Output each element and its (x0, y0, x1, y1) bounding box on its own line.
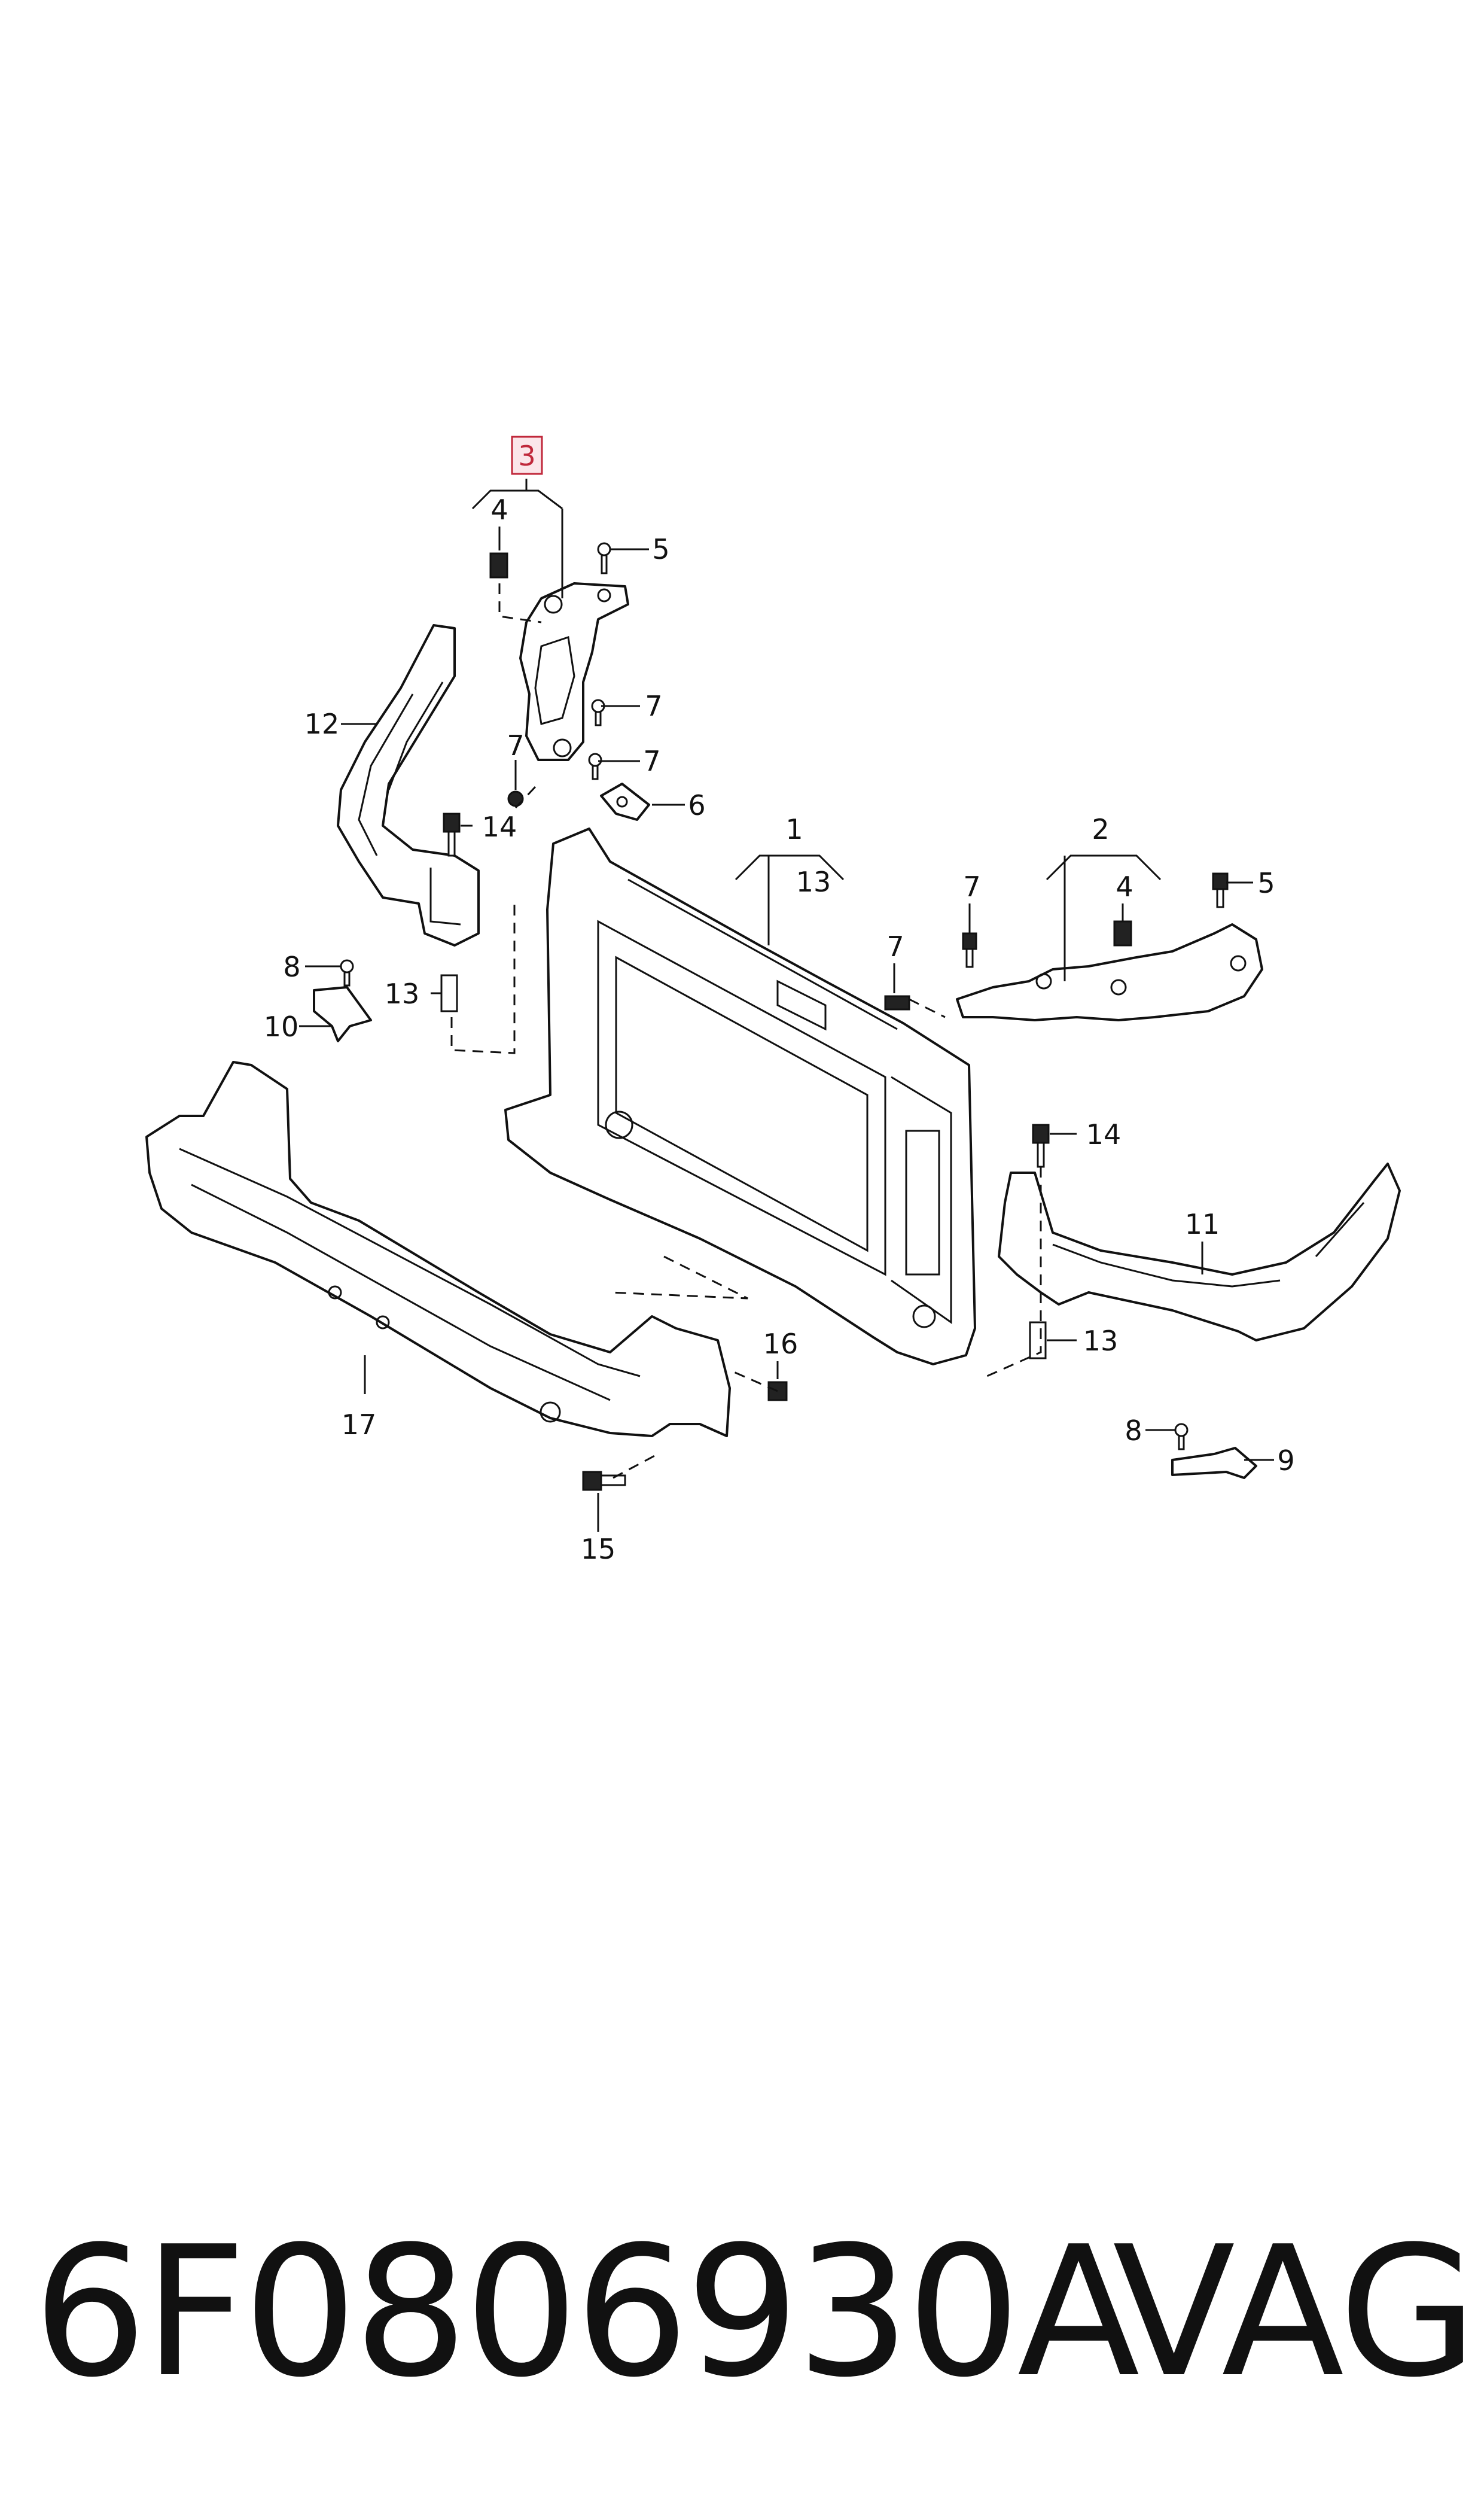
clip-7-b-icon (588, 753, 602, 780)
clip-7-a-icon (591, 699, 605, 726)
callout-7: 7 (507, 729, 524, 762)
bolt-13-right-icon (1029, 1321, 1047, 1359)
part-6-clip (600, 783, 650, 821)
callout-7: 7 (886, 930, 904, 963)
part-2-right-upper-bracket (956, 923, 1263, 1021)
part-12-left-bracket (337, 624, 480, 947)
callout-5: 5 (1257, 867, 1275, 899)
fasteners (340, 542, 1229, 1491)
callout-3: 3 (518, 440, 535, 472)
part-11-right-bracket (998, 1163, 1401, 1341)
callout-1: 1 (785, 813, 803, 845)
callout-10: 10 (264, 1011, 299, 1043)
clip-7-e-icon (884, 995, 910, 1011)
footer: 6F0806930A VAG (0, 2214, 1484, 2411)
callout-4: 4 (1116, 871, 1133, 903)
callout-7: 7 (643, 745, 660, 777)
clip-7-c-icon (507, 790, 524, 807)
screw-5-top-icon (597, 542, 611, 574)
screw-5-right-icon (1212, 872, 1229, 908)
callout-13: 13 (385, 978, 420, 1010)
callout-7: 7 (645, 690, 662, 722)
bolt-14-right-icon (1032, 1124, 1050, 1168)
part-1-radiator-support (504, 828, 976, 1365)
callout-7: 7 (963, 871, 980, 903)
callout-6: 6 (688, 789, 705, 822)
callout-14: 14 (482, 811, 517, 843)
callout-14: 14 (1086, 1118, 1122, 1151)
callout-4: 4 (490, 494, 508, 526)
callout-9: 9 (1277, 1444, 1294, 1477)
nut-4-right-icon (1113, 920, 1132, 947)
part-3-bracket (519, 582, 629, 761)
callout-16: 16 (763, 1328, 799, 1360)
callout-8: 8 (1125, 1414, 1142, 1447)
callout-13: 13 (796, 866, 831, 898)
clip-8-right-icon (1174, 1423, 1189, 1450)
callout-17: 17 (342, 1408, 377, 1441)
assembly-lines (450, 583, 1042, 1479)
part-number: 6F0806930A (33, 2208, 1140, 2417)
callout-labels: 3 4 5 7 7 7 6 12 14 1 13 2 7 4 5 7 8 13 … (264, 440, 1295, 1565)
part-9-small-bracket (1171, 1447, 1257, 1479)
callout-8: 8 (283, 951, 300, 983)
bolt-13-left-icon (440, 974, 458, 1012)
clip-8-left-icon (340, 959, 354, 987)
part-17-crossmember (145, 1061, 731, 1437)
leader-lines (299, 479, 1274, 1532)
part-10-small-bracket (313, 986, 372, 1042)
callout-5: 5 (652, 533, 669, 565)
bolt-15-icon (582, 1471, 626, 1491)
callout-15: 15 (581, 1533, 616, 1565)
clip-7-d-icon (962, 932, 977, 968)
callout-2: 2 (1092, 813, 1109, 845)
callout-13: 13 (1083, 1325, 1119, 1357)
nut-4-left-icon (489, 552, 508, 579)
bolt-14-left-icon (443, 813, 461, 857)
callout-11: 11 (1185, 1208, 1220, 1240)
brand-name: VAG (1113, 2208, 1477, 2417)
callout-12: 12 (304, 708, 340, 740)
callout-3-highlight-box (511, 436, 543, 475)
